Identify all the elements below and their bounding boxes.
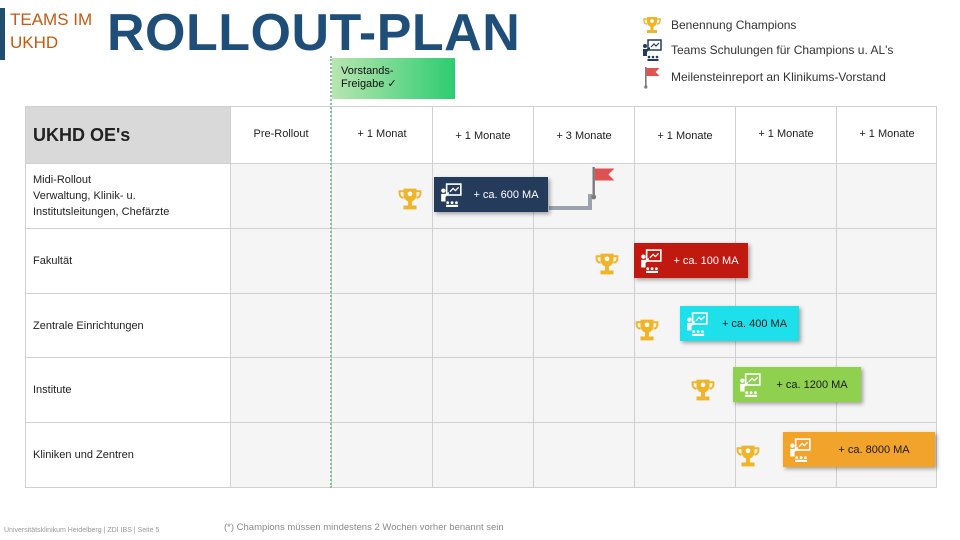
trophy-icon xyxy=(594,251,620,282)
rollout-table xyxy=(25,106,937,488)
training-bar-institute: + ca. 1200 MA xyxy=(733,367,861,402)
column-divider xyxy=(836,106,837,488)
legend-label: Benennung Champions xyxy=(671,18,797,32)
training-bar-fakultaet: + ca. 100 MA xyxy=(634,243,748,278)
training-icon xyxy=(737,371,763,399)
milestone-connector xyxy=(549,194,592,210)
column-header: + 1 Monate xyxy=(758,128,814,140)
column-header: + 1 Monate xyxy=(455,130,511,142)
table-header-cell xyxy=(26,107,230,163)
legend-item-champions: Benennung Champions xyxy=(641,14,796,36)
column-header: + 1 Monate xyxy=(859,128,915,140)
column-divider xyxy=(533,106,534,488)
header-tag: TEAMS IM UKHD xyxy=(10,8,120,54)
bar-label: + ca. 8000 MA xyxy=(838,443,910,456)
row-label-midi-rollout: Midi-Rollout Verwaltung, Klinik- u. Inst… xyxy=(33,172,169,220)
freigabe-line xyxy=(330,56,332,488)
bar-label: + ca. 600 MA xyxy=(473,188,539,201)
training-bar-kliniken-und-zentren: + ca. 8000 MA xyxy=(783,432,935,467)
column-divider xyxy=(735,106,736,488)
legend-label: Teams Schulungen für Champions u. AL's xyxy=(671,43,894,57)
row-label-line: Institutsleitungen, Chefärzte xyxy=(33,206,170,218)
page-title: ROLLOUT-PLAN xyxy=(107,4,521,62)
milestone-line1: Vorstands- xyxy=(341,65,394,77)
training-icon xyxy=(438,181,464,209)
row-label-institute: Institute xyxy=(33,384,72,396)
legend-item-training: Teams Schulungen für Champions u. AL's xyxy=(641,39,893,61)
milestone-line2: Freigabe ✓ xyxy=(341,78,397,90)
column-header: + 1 Monat xyxy=(357,128,407,140)
row-label-zentrale-einrichtungen: Zentrale Einrichtungen xyxy=(33,320,144,332)
row-divider xyxy=(25,357,937,358)
column-divider xyxy=(634,106,635,488)
row-divider xyxy=(25,293,937,294)
training-bar-zentrale-einrichtungen: + ca. 400 MA xyxy=(680,306,799,341)
row-divider xyxy=(25,228,937,229)
oe-column-title: UKHD OE's xyxy=(33,125,131,145)
bar-label: + ca. 1200 MA xyxy=(776,378,848,391)
training-icon xyxy=(684,310,710,338)
training-icon xyxy=(787,436,813,464)
bar-label: + ca. 400 MA xyxy=(721,317,788,330)
column-divider xyxy=(230,106,231,488)
trophy-icon xyxy=(735,443,761,474)
training-bar-midi-rollout: + ca. 600 MA xyxy=(434,177,548,212)
trophy-icon xyxy=(641,14,663,36)
header-tag-line2: UKHD xyxy=(10,33,59,52)
header-tag-line1: TEAMS IM xyxy=(10,10,93,29)
training-icon xyxy=(641,39,663,61)
row-label-line: Midi-Rollout xyxy=(33,174,92,186)
footer-source: Universitätsklinikum Heidelberg | ZDI IB… xyxy=(4,527,160,534)
flag-icon xyxy=(586,164,620,205)
row-divider xyxy=(25,422,937,423)
row-label-fakultaet: Fakultät xyxy=(33,255,73,267)
bar-label: + ca. 100 MA xyxy=(673,254,739,267)
trophy-icon xyxy=(690,377,716,408)
column-header: + 1 Monate xyxy=(657,130,713,142)
training-icon xyxy=(638,247,664,275)
legend-item-milestone: Meilensteinreport an Klinikums-Vorstand xyxy=(641,66,886,89)
column-divider xyxy=(432,106,433,488)
row-label-kliniken-und-zentren: Kliniken und Zentren xyxy=(33,449,134,461)
row-label-line: Verwaltung, Klinik- u. xyxy=(33,190,136,202)
row-divider xyxy=(25,163,937,164)
title-accent-bar xyxy=(0,8,5,60)
flag-icon xyxy=(641,66,663,89)
trophy-icon xyxy=(634,317,660,348)
footer-note: (*) Champions müssen mindestens 2 Wochen… xyxy=(224,522,504,533)
column-header: Pre-Rollout xyxy=(253,128,309,140)
legend-label: Meilensteinreport an Klinikums-Vorstand xyxy=(671,70,886,84)
trophy-icon xyxy=(397,186,423,217)
vorstands-freigabe-marker: Vorstands- Freigabe ✓ xyxy=(332,58,455,99)
column-header: + 3 Monate xyxy=(556,130,612,142)
